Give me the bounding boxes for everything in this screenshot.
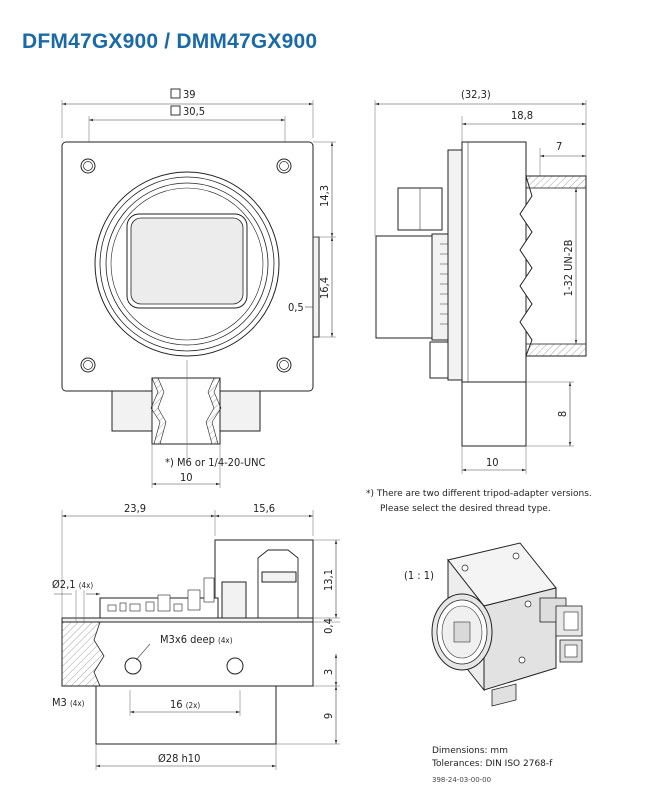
dimensions-unit: Dimensions: mm	[432, 746, 508, 756]
side-view: (32,3) 18,8 7 1-32 UN-2B	[374, 88, 587, 474]
thread-label: 1-32 UN-2B	[562, 239, 575, 296]
footnote-line-1: *) There are two different tripod-adapte…	[366, 489, 592, 499]
footnote-line-2: Please select the desired thread type.	[380, 504, 551, 514]
front-view: 39 30,5 14,3 16,4 0,5	[61, 88, 336, 488]
iso-scale: (1 : 1)	[404, 569, 434, 582]
dim-0-4: 0,4	[322, 618, 335, 634]
dim-hole-square: 30,5	[183, 105, 205, 118]
thread-note: *) M6 or 1/4-20-UNC	[165, 456, 265, 469]
dim-32-3: (32,3)	[461, 88, 491, 101]
m3-label: M3 (4x)	[52, 696, 85, 709]
dim-9: 9	[322, 713, 335, 719]
info-block: Dimensions: mm Tolerances: DIN ISO 2768-…	[431, 746, 553, 784]
isometric-view: (1 : 1)	[404, 542, 583, 707]
page-title: DFM47GX900 / DMM47GX900	[22, 30, 318, 53]
dim-0-5: 0,5	[288, 301, 304, 314]
dim-outer-square: 39	[183, 88, 196, 101]
dim-3: 3	[322, 669, 335, 675]
dia-28-label: Ø28 h10	[158, 752, 200, 765]
dim-bottom-10: 10	[180, 471, 193, 484]
dim-15-6: 15,6	[253, 502, 275, 515]
m3x6-label: M3x6 deep (4x)	[160, 633, 233, 646]
dim-13-1: 13,1	[322, 569, 335, 591]
footnote: *) There are two different tripod-adapte…	[366, 489, 592, 514]
dim-18-8: 18,8	[511, 109, 533, 122]
dim-14-3: 14,3	[318, 185, 331, 207]
drawing-code: 398-24-03-00-00	[432, 776, 491, 784]
dim-16-4: 16,4	[318, 277, 331, 299]
dim-tripod-8: 8	[556, 411, 569, 417]
hole-dia-label: Ø2,1 (4x)	[52, 578, 93, 591]
tolerances: Tolerances: DIN ISO 2768-f	[431, 759, 553, 769]
dim-7: 7	[556, 140, 562, 153]
dim-tripod-10: 10	[486, 456, 499, 469]
dim-23-9: 23,9	[124, 502, 146, 515]
top-view: 23,9 15,6 M3x6 deep (4x) Ø2,1 (4x)	[52, 502, 340, 770]
dim-16-label: 16 (2x)	[170, 698, 200, 711]
